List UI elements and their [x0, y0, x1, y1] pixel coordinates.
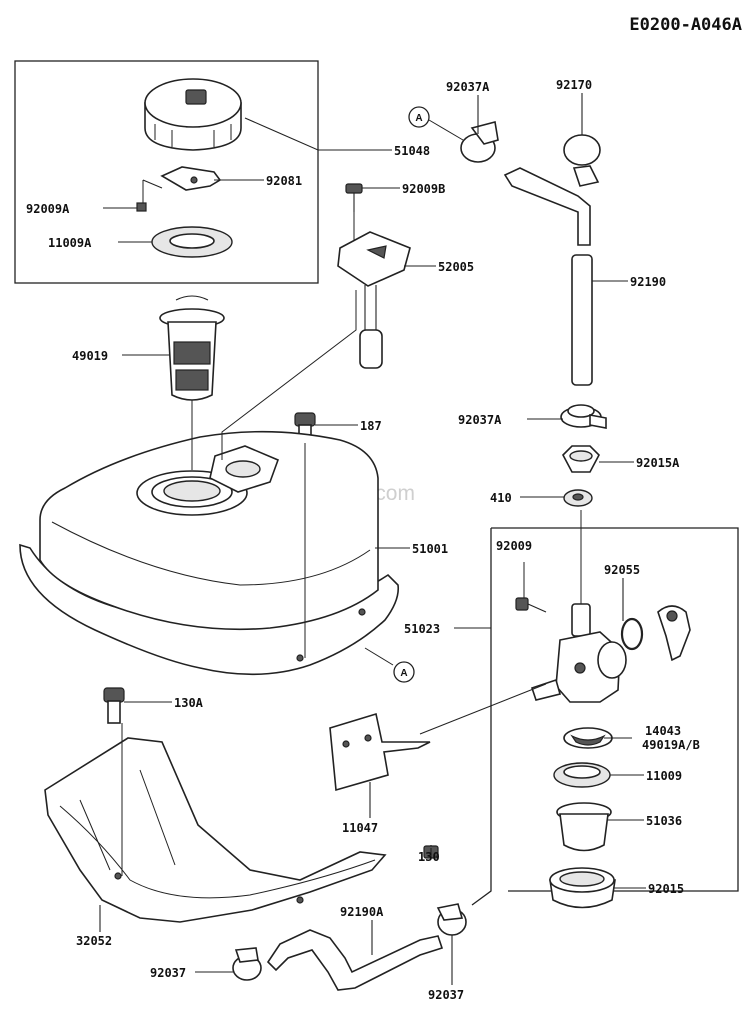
label-52005: 52005	[438, 260, 474, 274]
hose-clamp-92037-right[interactable]	[436, 903, 467, 936]
label-11009: 11009	[646, 769, 682, 783]
callout-a-top: A	[408, 106, 464, 141]
label-92009: 92009	[496, 539, 532, 553]
label-410: 410	[490, 491, 512, 505]
cup-nut-92015[interactable]	[549, 867, 616, 909]
valve-lever[interactable]	[657, 605, 691, 662]
fuel-cap[interactable]	[144, 78, 242, 151]
filter-cup-51036[interactable]	[556, 802, 612, 852]
label-14043: 14043	[645, 724, 681, 738]
label-92037a-top: 92037A	[446, 80, 490, 94]
fuel-hose-upper[interactable]	[503, 167, 591, 246]
fuel-tank[interactable]	[19, 430, 400, 676]
label-92081: 92081	[266, 174, 302, 188]
fuel-strainer[interactable]	[159, 295, 225, 401]
label-11047: 11047	[342, 821, 378, 835]
fuel-gauge[interactable]	[337, 231, 411, 369]
label-92009a: 92009A	[26, 202, 70, 216]
label-92170: 92170	[556, 78, 592, 92]
label-49019ab: 49019A/B	[642, 738, 700, 752]
label-92190a: 92190A	[340, 905, 384, 919]
label-187: 187	[360, 419, 382, 433]
cap-gasket-plate[interactable]	[160, 166, 222, 191]
label-92055: 92055	[604, 563, 640, 577]
label-92015: 92015	[648, 882, 684, 896]
hose-clamp-92037a-mid[interactable]	[560, 404, 607, 429]
screw-92009[interactable]	[515, 562, 547, 613]
label-130a: 130A	[174, 696, 204, 710]
label-11009a: 11009A	[48, 236, 92, 250]
label-92009b: 92009B	[402, 182, 445, 196]
screw-92009a[interactable]	[136, 179, 163, 212]
fuel-valve-box	[471, 527, 739, 906]
label-51048: 51048	[394, 144, 430, 158]
fuel-hose-92190a[interactable]	[266, 929, 444, 991]
cap-kit-box	[14, 60, 319, 284]
washer-11009a[interactable]	[151, 226, 233, 258]
diagram-code: E0200-A046A	[629, 15, 742, 35]
bracket-guide-line	[419, 683, 547, 735]
valve-bracket-11047[interactable]	[329, 712, 431, 792]
label-51036: 51036	[646, 814, 682, 828]
label-92015a: 92015A	[636, 456, 680, 470]
gasket-11009[interactable]	[553, 762, 611, 788]
nut-92015a[interactable]	[562, 445, 600, 473]
o-ring-92055[interactable]	[620, 617, 644, 651]
label-130: 130	[418, 850, 440, 864]
hose-clamp-92037-left[interactable]	[232, 947, 262, 981]
fuel-valve-body[interactable]	[530, 603, 627, 703]
gauge-guide-line	[221, 290, 357, 460]
screw-92009b[interactable]	[345, 183, 363, 212]
svg-text:A: A	[415, 113, 422, 124]
label-92037a-mid: 92037A	[458, 413, 502, 427]
label-49019: 49019	[72, 349, 108, 363]
label-51023: 51023	[404, 622, 440, 636]
fuel-hose-92190[interactable]	[571, 254, 593, 386]
label-92037-left: 92037	[150, 966, 186, 980]
label-92190: 92190	[630, 275, 666, 289]
leader-51048	[244, 117, 392, 151]
callout-a-tank: A	[364, 647, 415, 683]
bolt-130a[interactable]	[103, 687, 125, 724]
svg-text:A: A	[400, 668, 407, 679]
label-51001: 51001	[412, 542, 448, 556]
hose-clamp-92037a-top[interactable]	[460, 121, 499, 163]
bottom-plate[interactable]	[44, 737, 387, 923]
label-32052: 32052	[76, 934, 112, 948]
filter-screen-14043[interactable]	[563, 727, 613, 749]
label-92037-right: 92037	[428, 988, 464, 1002]
hose-clamp-92170[interactable]	[563, 134, 601, 187]
washer-410[interactable]	[563, 489, 593, 507]
